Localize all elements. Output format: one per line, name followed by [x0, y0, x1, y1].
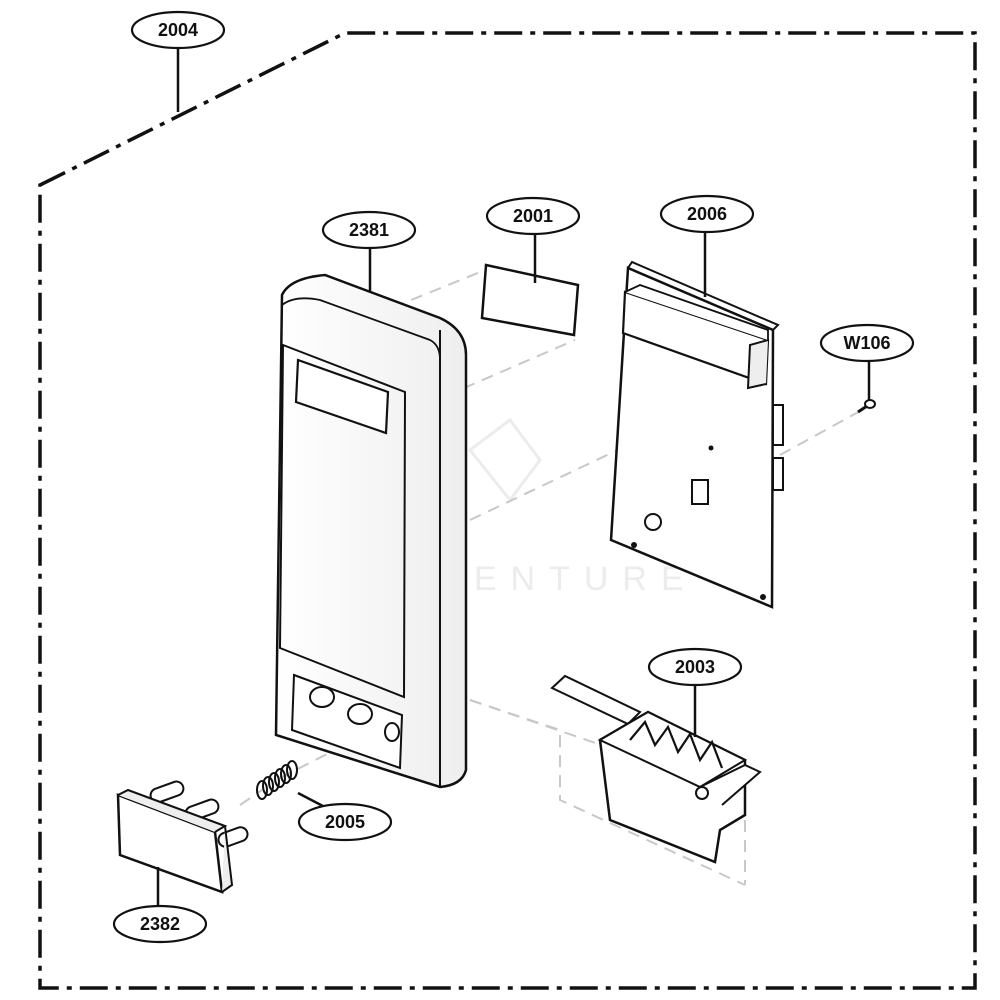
pcb-part — [609, 260, 784, 609]
callout-2001-text: 2001 — [513, 206, 553, 226]
watermark-logo — [467, 417, 542, 503]
guide-window-to-panel-lower — [389, 339, 576, 421]
pcb-buzzer — [644, 513, 662, 531]
guide-latch-top — [469, 699, 611, 749]
callout-2006-text: 2006 — [687, 204, 727, 224]
latch-pin — [695, 786, 709, 800]
guide-pcb-to-panel — [469, 429, 661, 521]
screw-part — [857, 399, 876, 414]
callout-2381: 2381 — [321, 210, 417, 250]
pcb-connector-lower — [772, 457, 784, 491]
callout-2004: 2004 — [130, 10, 226, 50]
display-window-part — [480, 263, 580, 337]
pcb-connector-upper — [772, 404, 784, 446]
callout-2005: 2005 — [297, 802, 393, 842]
pcb-mount-hole-1 — [631, 542, 637, 548]
latch-part — [550, 674, 762, 864]
panel-keypad-area — [278, 343, 407, 699]
pcb-mount-hole-2 — [708, 445, 714, 451]
front-panel-part — [274, 273, 468, 789]
callout-2382-text: 2382 — [140, 914, 180, 934]
callout-2003: 2003 — [647, 647, 743, 687]
panel-hole-1 — [309, 686, 335, 708]
assembly-boundary — [38, 31, 977, 990]
callout-w106: W106 — [819, 323, 915, 363]
pcb-switch — [691, 479, 709, 505]
guide-spring-to-panel — [279, 749, 336, 779]
callout-2001: 2001 — [485, 196, 581, 236]
callout-2004-text: 2004 — [158, 20, 198, 40]
callout-2005-text: 2005 — [325, 812, 365, 832]
callout-2381-text: 2381 — [349, 220, 389, 240]
latch-rod — [550, 674, 642, 726]
latch-spring-zigzag — [629, 719, 724, 769]
callout-w106-text: W106 — [843, 333, 890, 353]
door-button-part — [116, 780, 249, 894]
latch-top-face — [597, 710, 748, 789]
panel-display-recess — [294, 358, 390, 435]
pcb-mount-hole-3 — [760, 594, 766, 600]
latch-hook — [699, 763, 762, 806]
spring-part — [256, 760, 298, 800]
callout-2382: 2382 — [112, 904, 208, 944]
callout-2006: 2006 — [659, 194, 755, 234]
panel-hole-2 — [347, 703, 373, 725]
panel-hole-3 — [384, 722, 400, 742]
guide-button-to-spring — [239, 789, 263, 806]
callout-2003-text: 2003 — [675, 657, 715, 677]
guide-screw-to-pcb — [779, 409, 863, 456]
